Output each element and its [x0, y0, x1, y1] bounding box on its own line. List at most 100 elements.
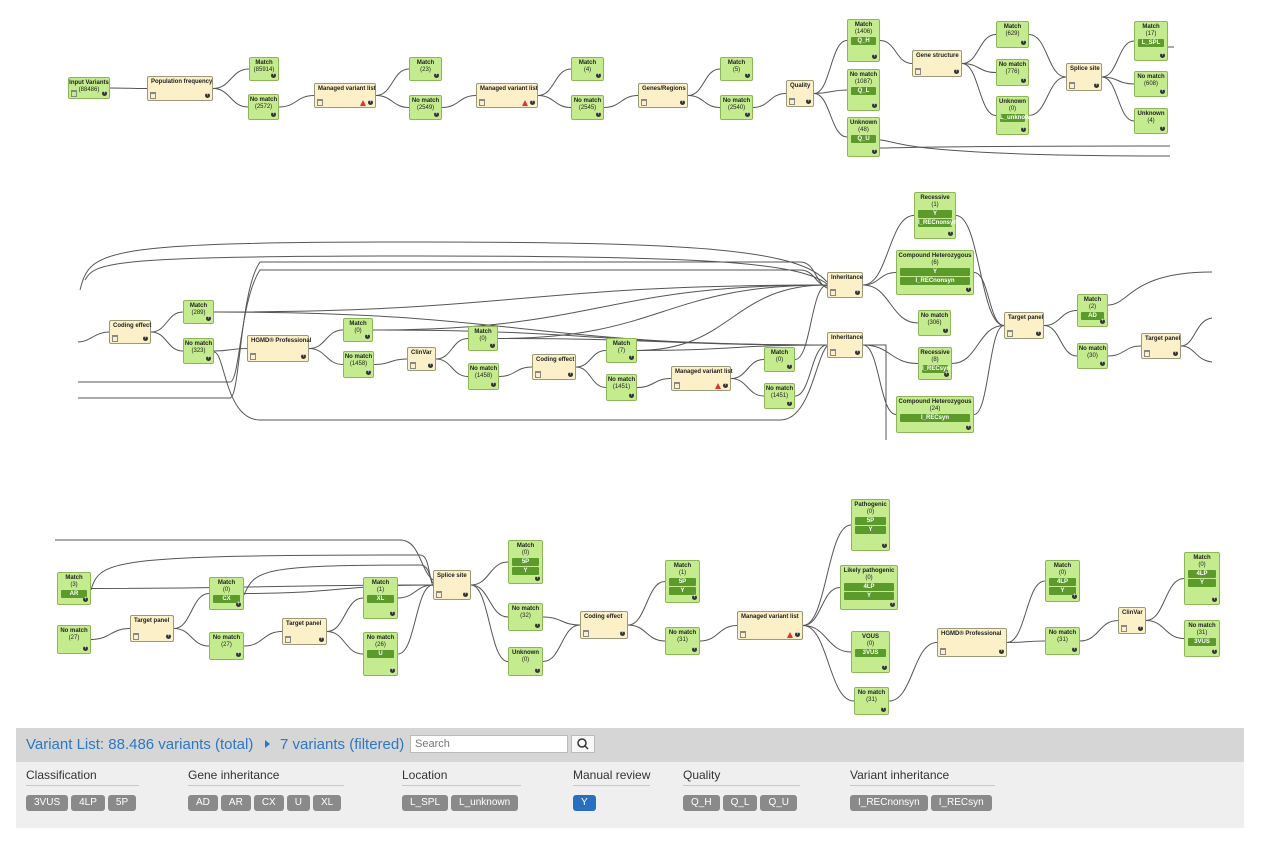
filter-node-row1-mvl2[interactable]: Managed variant list	[476, 83, 538, 108]
add-node-icon[interactable]	[434, 70, 439, 80]
delete-icon[interactable]	[71, 90, 77, 97]
delete-icon[interactable]	[112, 335, 118, 342]
tag-chip-ad[interactable]: AD	[188, 795, 218, 811]
filter-node-row3-tp2[interactable]: Target panel	[282, 618, 327, 645]
result-node-row2-hm[interactable]: Match(0)	[343, 318, 373, 342]
add-node-icon[interactable]	[206, 313, 211, 323]
result-node-row1-m4[interactable]: Match(5)	[720, 57, 753, 81]
add-node-icon[interactable]	[83, 594, 88, 604]
filter-node-row2-target[interactable]: Target panel	[1004, 312, 1044, 339]
result-node-row2-tm[interactable]: Match(2)AD	[1077, 294, 1108, 327]
add-node-icon[interactable]	[390, 665, 395, 675]
filter-node-row3-clinvar[interactable]: ClinVar	[1118, 607, 1146, 634]
add-node-icon[interactable]	[1212, 646, 1217, 656]
filter-node-row2-target2[interactable]: Target panel	[1141, 333, 1181, 359]
delete-icon[interactable]	[1007, 330, 1013, 337]
filter-node-row2-hgmd[interactable]: HGMD® Professional	[247, 335, 311, 362]
delete-icon[interactable]	[150, 92, 156, 99]
add-node-icon[interactable]	[806, 96, 811, 106]
add-node-icon[interactable]	[206, 353, 211, 363]
filter-node-row2-clinvar[interactable]: ClinVar	[407, 347, 436, 371]
result-node-row2-hn[interactable]: No match(1458)	[343, 351, 374, 378]
delete-icon[interactable]	[830, 349, 836, 356]
add-node-icon[interactable]	[999, 646, 1004, 656]
filter-node-row2-inh1[interactable]: Inheritance	[827, 272, 863, 298]
delete-icon[interactable]	[317, 99, 323, 106]
add-node-icon[interactable]	[366, 367, 371, 377]
add-node-icon[interactable]	[490, 340, 495, 350]
result-node-row3-cn[interactable]: No match(31)	[665, 627, 700, 655]
add-node-icon[interactable]	[428, 360, 433, 370]
result-node-row1-n2[interactable]: No match(2549)	[409, 95, 442, 120]
add-node-icon[interactable]	[629, 390, 634, 400]
search-button[interactable]	[571, 735, 595, 753]
filtered-count[interactable]: 7 variants (filtered)	[280, 736, 405, 753]
add-node-icon[interactable]	[890, 599, 895, 609]
delete-icon[interactable]	[479, 99, 485, 106]
delete-icon[interactable]	[1121, 625, 1127, 632]
result-node-row1-n1[interactable]: No match(2572)	[248, 94, 279, 120]
add-node-icon[interactable]	[1021, 37, 1026, 47]
tag-chip-y[interactable]: Y	[573, 795, 596, 811]
add-node-icon[interactable]	[1160, 123, 1165, 133]
filter-node-row1-quality[interactable]: Quality	[786, 80, 814, 107]
tag-chip-cx[interactable]: CX	[253, 795, 284, 811]
filter-node-row3-splice[interactable]: Splice site	[433, 570, 471, 600]
add-node-icon[interactable]	[948, 228, 953, 238]
delete-icon[interactable]	[285, 636, 291, 643]
result-node-row3-cxn[interactable]: No match(27)	[209, 632, 244, 660]
result-node-row1-n4[interactable]: No match(2540)	[720, 95, 753, 120]
tag-chip-q_l[interactable]: Q_L	[722, 795, 758, 811]
search-input[interactable]	[410, 735, 568, 753]
delete-icon[interactable]	[133, 633, 139, 640]
filter-node-row2-coding2[interactable]: Coding effect	[532, 354, 576, 380]
tag-chip-q_h[interactable]: Q_H	[683, 795, 720, 811]
tag-chip-i_recsyn[interactable]: I_RECsyn	[930, 795, 992, 811]
tag-chip-5p[interactable]: 5P	[107, 795, 137, 811]
add-node-icon[interactable]	[882, 540, 887, 550]
result-node-row1-gn[interactable]: No match(776)	[996, 59, 1029, 86]
add-node-icon[interactable]	[1036, 328, 1041, 338]
tag-chip-u[interactable]: U	[286, 795, 310, 811]
delete-icon[interactable]	[436, 591, 442, 598]
add-node-icon[interactable]	[855, 287, 860, 297]
tag-chip-3vus[interactable]: 3VUS	[26, 795, 69, 811]
add-node-icon[interactable]	[365, 331, 370, 341]
result-node-row1-m3[interactable]: Match(4)	[571, 57, 604, 81]
add-node-icon[interactable]	[1160, 50, 1165, 60]
add-node-icon[interactable]	[368, 97, 373, 107]
add-node-icon[interactable]	[1212, 594, 1217, 604]
result-node-row2-mm[interactable]: Match(0)	[764, 347, 795, 372]
delete-icon[interactable]	[674, 382, 680, 389]
result-node-row1-su[interactable]: Unknown(4)	[1134, 108, 1168, 134]
add-node-icon[interactable]	[882, 662, 887, 672]
delete-icon[interactable]	[535, 371, 541, 378]
result-node-row1-sm[interactable]: Match(17)L_SPL	[1134, 21, 1168, 61]
add-node-icon[interactable]	[596, 109, 601, 119]
add-node-icon[interactable]	[787, 398, 792, 408]
tag-chip-i_recnonsyn[interactable]: I_RECnonsyn	[850, 795, 928, 811]
filter-node-row1-splice[interactable]: Splice site	[1066, 63, 1102, 91]
add-node-icon[interactable]	[535, 665, 540, 675]
tag-chip-4lp[interactable]: 4LP	[71, 795, 105, 811]
result-node-row3-xlm[interactable]: Match(1)XL	[363, 577, 398, 619]
result-node-row1-m2[interactable]: Match(23)	[409, 57, 442, 81]
add-node-icon[interactable]	[1100, 316, 1105, 326]
add-node-icon[interactable]	[723, 380, 728, 390]
add-node-icon[interactable]	[855, 347, 860, 357]
result-node-row2-cm[interactable]: Match(289)	[183, 300, 214, 324]
add-node-icon[interactable]	[872, 100, 877, 110]
variant-list-title[interactable]: Variant List: 88.486 variants (total)	[26, 736, 254, 753]
delete-icon[interactable]	[641, 99, 647, 106]
add-node-icon[interactable]	[1094, 80, 1099, 90]
filter-node-row1-popfreq[interactable]: Population frequency	[147, 76, 213, 101]
add-node-icon[interactable]	[954, 66, 959, 76]
delete-icon[interactable]	[1144, 350, 1150, 357]
delete-icon[interactable]	[915, 68, 921, 75]
add-node-icon[interactable]	[629, 352, 634, 362]
add-node-icon[interactable]	[620, 628, 625, 638]
add-node-icon[interactable]	[83, 643, 88, 653]
